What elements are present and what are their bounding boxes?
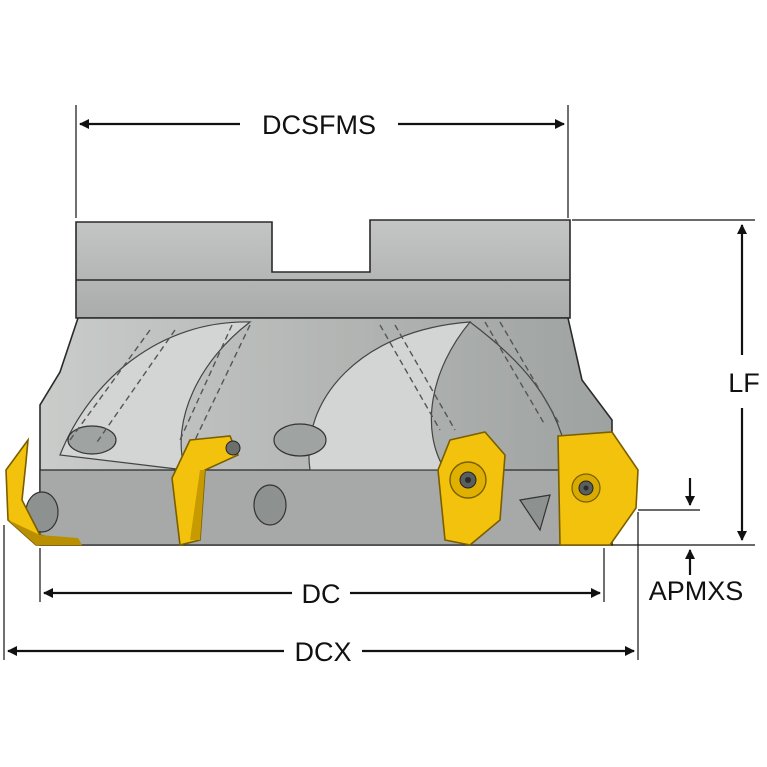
label-dc: DC (302, 579, 341, 609)
label-dcx: DCX (294, 637, 351, 667)
dimension-apmxs: APMXS (638, 478, 743, 606)
label-apmxs: APMXS (649, 576, 744, 606)
insert-right-edge (557, 431, 639, 546)
label-dcsfms: DCSFMS (262, 110, 376, 140)
coolant-hole (67, 425, 117, 455)
dimension-dcsfms: DCSFMS (75, 105, 569, 218)
screw-bore (253, 484, 287, 526)
insert-left-edge (5, 437, 83, 546)
label-lf: LF (728, 368, 760, 398)
cutter-body (25, 219, 613, 546)
coolant-hole (273, 423, 327, 457)
dimension-dc: DC (39, 548, 605, 609)
flute-right (308, 321, 472, 471)
shank-top (75, 219, 571, 319)
insert-front-1 (171, 435, 241, 546)
dimension-lf: LF (572, 219, 760, 546)
dimension-dcx: DCX (3, 512, 639, 667)
insert-front-2 (437, 431, 506, 546)
